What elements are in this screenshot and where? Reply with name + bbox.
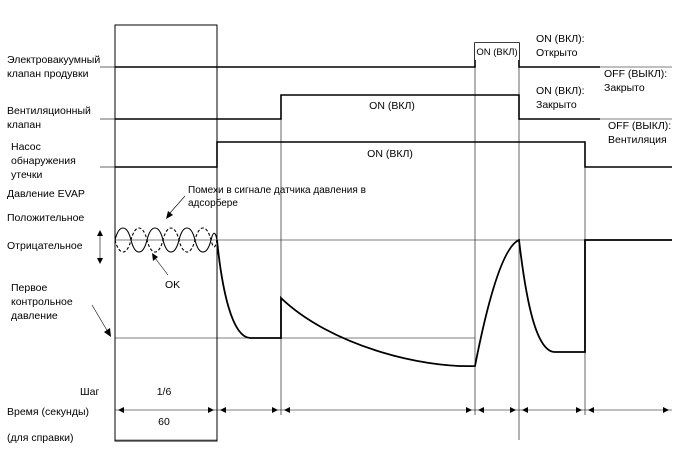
- purge-vsv-label-1: Электровакуумный: [7, 54, 100, 66]
- evap-pressure-curve: [216, 238, 672, 367]
- ok-label: OK: [165, 279, 180, 291]
- purge-vsv-right-on-2: Открыто: [536, 47, 578, 59]
- noise-wave-solid: [114, 227, 218, 253]
- step-frame: [114, 24, 218, 442]
- purge-vsv-signal: [115, 42, 600, 68]
- leak-pump-label-2: обнаружения: [11, 155, 76, 167]
- vent-valve-signal: [115, 94, 600, 120]
- reference-leader-arrow: [91, 304, 111, 337]
- noise-wave-dashed: [114, 227, 218, 253]
- reference-pressure-label-2: контрольное: [11, 296, 73, 308]
- vent-valve-right-off-2: Вентиляция: [608, 134, 667, 146]
- purge-vsv-label-2: клапан продувки: [7, 68, 89, 80]
- purge-vsv-right-off-1: OFF (ВЫКЛ):: [604, 68, 667, 80]
- reference-pressure-label-1: Первое: [11, 282, 48, 294]
- reference-pressure-label-3: давление: [11, 310, 58, 322]
- purge-vsv-right-off-2: Закрыто: [604, 82, 645, 94]
- leak-pump-signal: [115, 141, 672, 168]
- vent-valve-label-2: клапан: [7, 119, 41, 131]
- evap-pressure-title: Давление EVAP: [7, 188, 85, 200]
- time-label: Время (секунды): [7, 406, 89, 418]
- step-value: 1/6: [157, 386, 172, 398]
- negative-pressure-label: Отрицательное: [7, 240, 83, 252]
- vent-valve-right-off-1: OFF (ВЫКЛ):: [608, 120, 671, 132]
- leak-pump-on-text: ON (ВКЛ): [367, 148, 413, 160]
- time-axis: [115, 407, 672, 413]
- time-value: 60: [158, 416, 170, 428]
- noise-annotation-1: Помехи в сигнале датчика давления в: [188, 185, 366, 196]
- purge-vsv-right-on-1: ON (ВКЛ):: [536, 33, 585, 45]
- noise-leader-arrow: [166, 195, 186, 219]
- step-label: Шаг: [80, 386, 99, 398]
- vent-valve-on-text: ON (ВКЛ): [369, 100, 415, 112]
- vent-valve-right-on-2: Закрыто: [536, 99, 577, 111]
- purge-vsv-on-box-label: ON (ВКЛ): [476, 47, 517, 58]
- reference-note: (для справки): [7, 432, 74, 444]
- positive-pressure-label: Положительное: [7, 212, 84, 224]
- vent-valve-label-1: Вентиляционный: [7, 105, 91, 117]
- leak-pump-label-1: Насос: [11, 141, 41, 153]
- vent-valve-right-on-1: ON (ВКЛ):: [536, 85, 585, 97]
- leak-pump-label-3: утечки: [11, 169, 42, 181]
- noise-annotation-2: адсорбере: [188, 197, 238, 209]
- ok-leader-arrow: [152, 253, 169, 276]
